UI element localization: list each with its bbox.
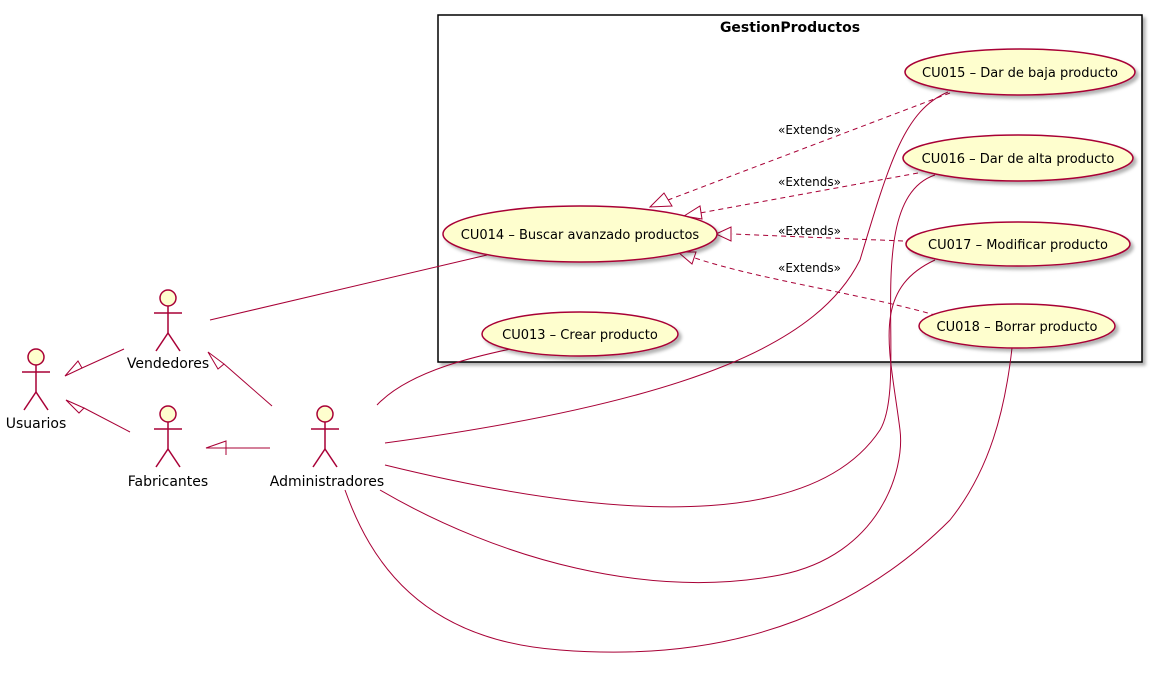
- actor-fabricantes[interactable]: Fabricantes: [128, 405, 208, 490]
- usecase-cu015[interactable]: CU015 – Dar de baja producto: [904, 48, 1136, 96]
- association-admin-cu016: [384, 174, 936, 508]
- usecase-cu018[interactable]: CU018 – Borrar producto: [918, 303, 1116, 349]
- usecase-cu013-label: CU013 – Crear producto: [502, 328, 658, 343]
- association-admin-cu018: [344, 347, 1013, 653]
- actor-vendedores[interactable]: Vendedores: [127, 289, 209, 372]
- actor-administradores[interactable]: Administradores: [270, 405, 384, 490]
- association-admin-cu015: [384, 91, 949, 444]
- usecase-cu016-label: CU016 – Dar de alta producto: [922, 152, 1115, 167]
- extends-cu016-cu014: [699, 172, 919, 214]
- association-vendedores-cu014: [209, 254, 488, 321]
- usecase-cu013[interactable]: CU013 – Crear producto: [481, 311, 679, 357]
- stick-figure-icon: [154, 289, 182, 352]
- actor-vendedores-label: Vendedores: [127, 356, 209, 372]
- association-admin-cu017: [379, 259, 936, 583]
- actors: Usuarios Vendedores Fabricantes: [6, 289, 384, 490]
- extends-lines: [667, 92, 951, 319]
- usecase-cu016[interactable]: CU016 – Dar de alta producto: [902, 134, 1134, 182]
- usecase-cu015-label: CU015 – Dar de baja producto: [922, 66, 1118, 81]
- generalization-lines: [64, 348, 273, 455]
- extends-cu017-cu014: [731, 233, 904, 242]
- usecase-cu017-label: CU017 – Modificar producto: [928, 238, 1108, 253]
- generalization-vendedores-usuarios: [81, 348, 125, 369]
- stick-figure-icon: [311, 405, 339, 468]
- usecase-cu014-label: CU014 – Buscar avanzado productos: [461, 228, 700, 243]
- association-lines: [209, 91, 1013, 653]
- extends-label-2: «Extends»: [778, 175, 841, 189]
- usecase-cu018-label: CU018 – Borrar producto: [937, 320, 1098, 335]
- extends-label-4: «Extends»: [778, 261, 841, 275]
- usecase-cu017[interactable]: CU017 – Modificar producto: [905, 221, 1131, 267]
- stick-figure-icon: [22, 348, 50, 411]
- use-cases: CU015 – Dar de baja producto CU016 – Dar…: [442, 48, 1136, 357]
- generalization-fabricantes-usuarios: [83, 407, 131, 433]
- generalization-admin-vendedores: [223, 363, 273, 407]
- extends-label-1: «Extends»: [778, 123, 841, 137]
- package-title: GestionProductos: [720, 20, 860, 36]
- usecase-cu014[interactable]: CU014 – Buscar avanzado productos: [442, 205, 718, 263]
- extends-labels: «Extends» «Extends» «Extends» «Extends»: [778, 123, 841, 275]
- actor-administradores-label: Administradores: [270, 474, 384, 490]
- actor-fabricantes-label: Fabricantes: [128, 474, 208, 490]
- extends-label-3: «Extends»: [778, 224, 841, 238]
- actor-usuarios-label: Usuarios: [6, 416, 67, 432]
- stick-figure-icon: [154, 405, 182, 468]
- actor-usuarios[interactable]: Usuarios: [6, 348, 67, 432]
- extends-cu018-cu014: [694, 257, 946, 319]
